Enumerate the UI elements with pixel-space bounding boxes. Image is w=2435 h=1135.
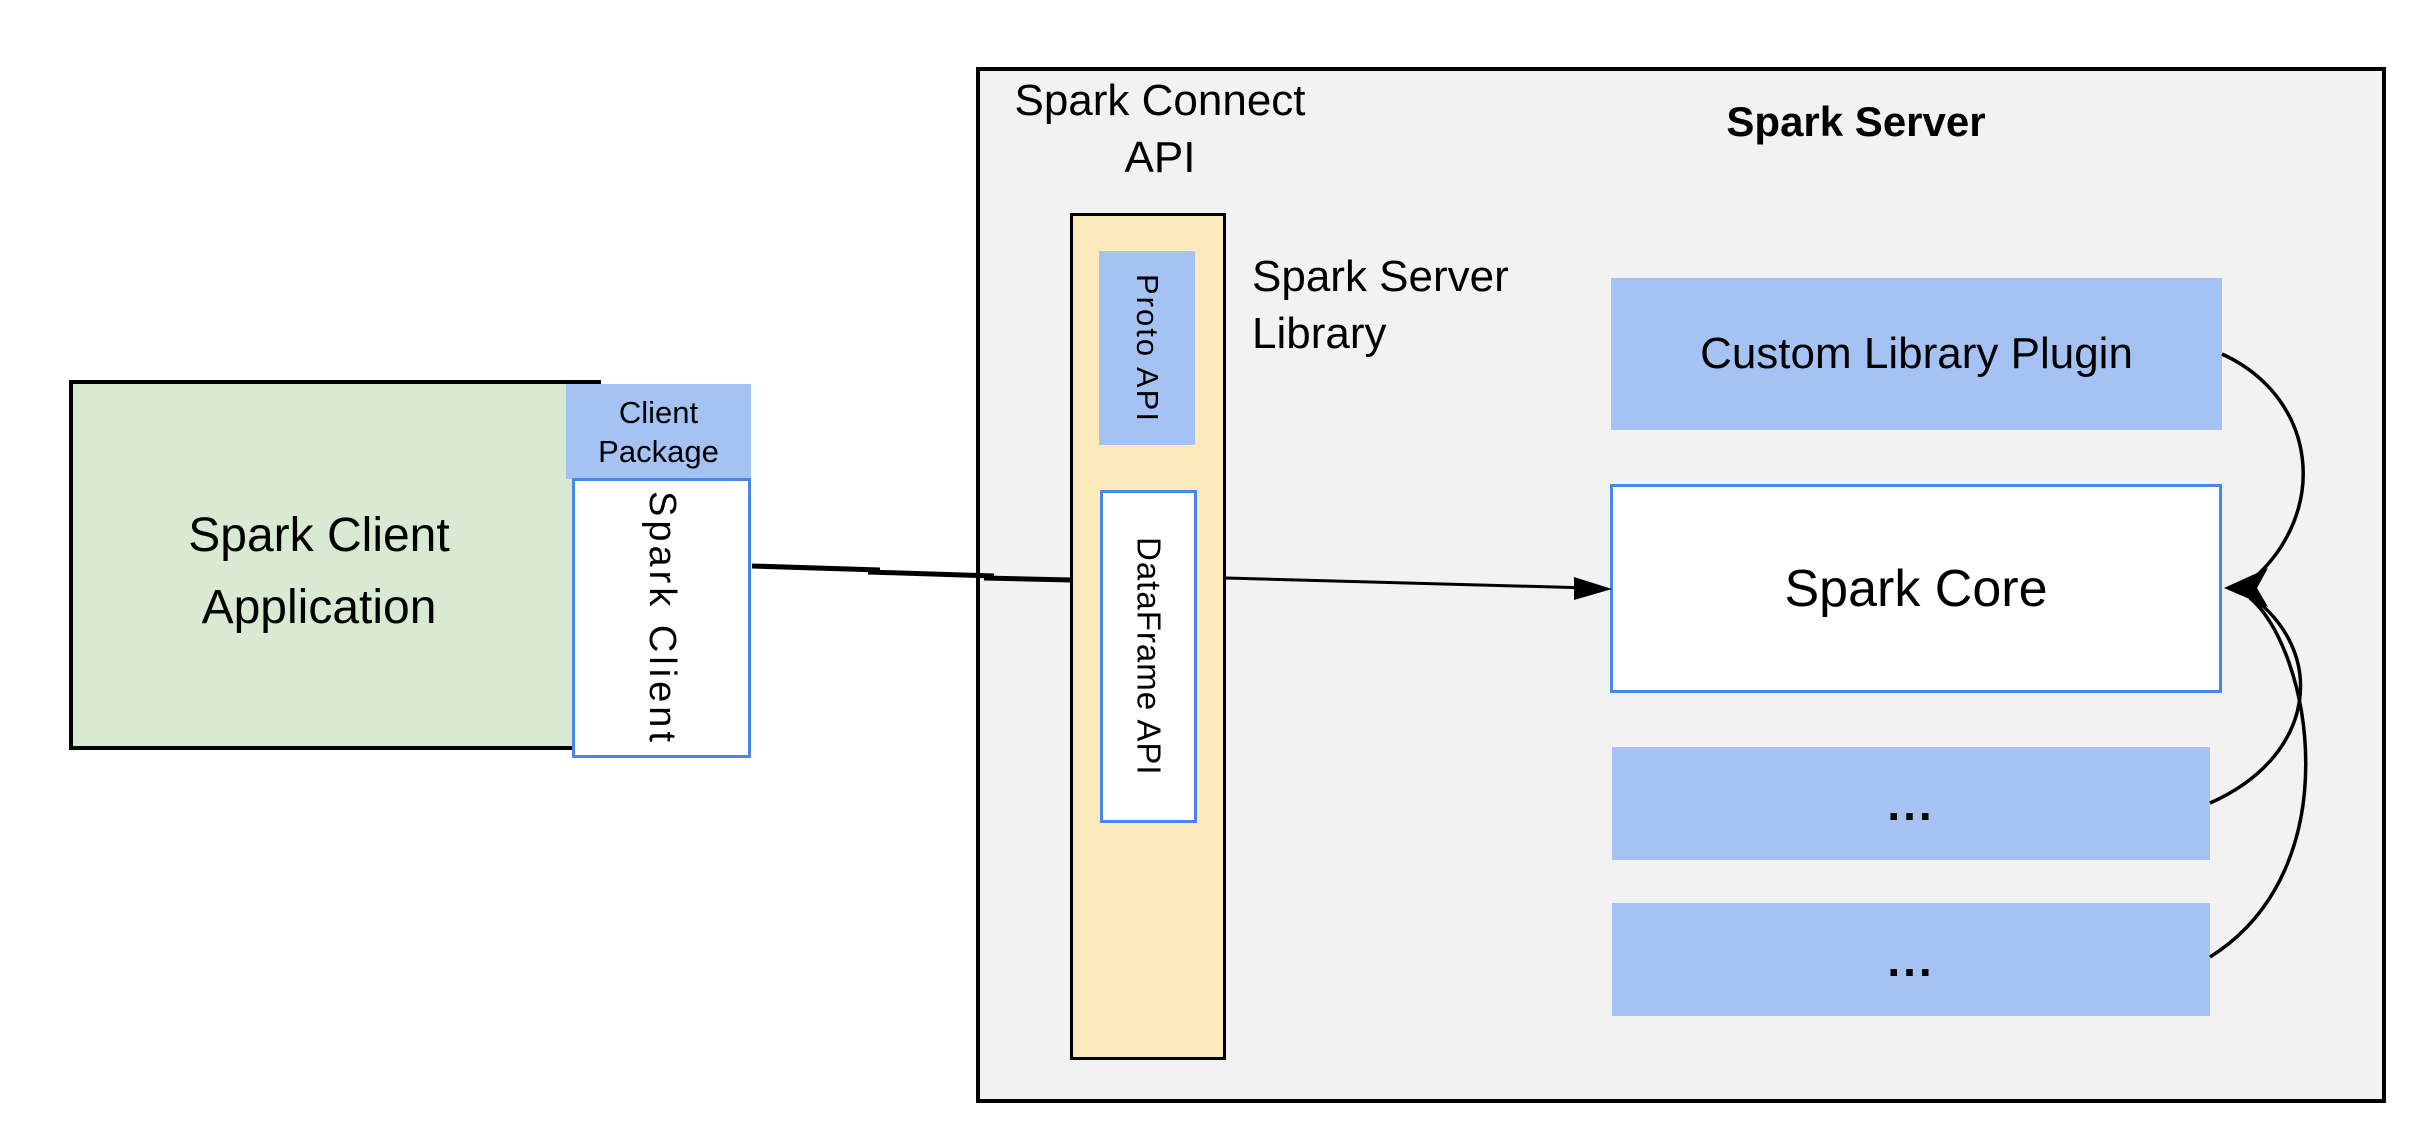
spark-connect-api-title-line2: API [1124, 133, 1196, 182]
spark-client-application-label-line1: Spark Client [188, 509, 450, 562]
spark-connect-api-title-line1: Spark Connect [1014, 76, 1306, 125]
spark-client-application-box [69, 380, 601, 750]
dataframe-api-label: DataFrame API [1130, 537, 1168, 776]
spark-server-library-label-line2: Library [1252, 309, 1387, 358]
spark-server-library-label: Spark Server Library [1252, 248, 1672, 362]
spark-core-label: Spark Core [1784, 559, 2048, 618]
more-plugins-label-2: ... [1887, 933, 1935, 986]
spark-client-application-label: Spark Client Application [69, 500, 569, 644]
custom-library-plugin-box: Custom Library Plugin [1611, 278, 2222, 430]
spark-client-label: Spark Client [641, 490, 683, 746]
spark-core-box: Spark Core [1610, 484, 2222, 693]
spark-server-library-label-line1: Spark Server [1252, 252, 1509, 301]
custom-library-plugin-label: Custom Library Plugin [1700, 329, 2133, 378]
client-package-label-line2: Package [598, 433, 719, 469]
client-package-label-line1: Client [618, 394, 699, 430]
spark-connect-api-title: Spark Connect API [970, 72, 1350, 186]
client-package-box: Client Package [566, 384, 751, 479]
spark-client-application-label-line2: Application [201, 581, 437, 634]
more-plugins-box-2: ... [1612, 903, 2210, 1016]
more-plugins-label-1: ... [1887, 777, 1935, 830]
spark-client-box: Spark Client [572, 478, 751, 758]
proto-api-box: Proto API [1099, 251, 1195, 445]
spark-server-title: Spark Server [1726, 98, 1986, 145]
proto-api-label: Proto API [1130, 273, 1165, 423]
dataframe-api-box: DataFrame API [1100, 490, 1197, 823]
more-plugins-box-1: ... [1612, 747, 2210, 860]
